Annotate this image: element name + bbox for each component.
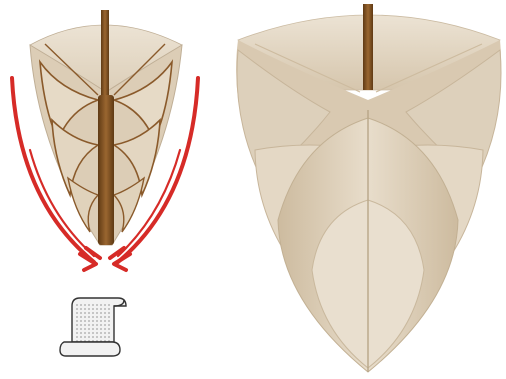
right-shade-spine <box>363 4 373 90</box>
right-shade <box>236 4 501 372</box>
scroll-bottom-curl <box>60 342 120 356</box>
left-shade <box>30 10 182 245</box>
scroll-texture <box>74 302 112 342</box>
left-shade-spine-top <box>101 10 109 95</box>
left-shade-spine <box>98 95 114 245</box>
sandpaper-scroll-icon <box>60 298 126 356</box>
